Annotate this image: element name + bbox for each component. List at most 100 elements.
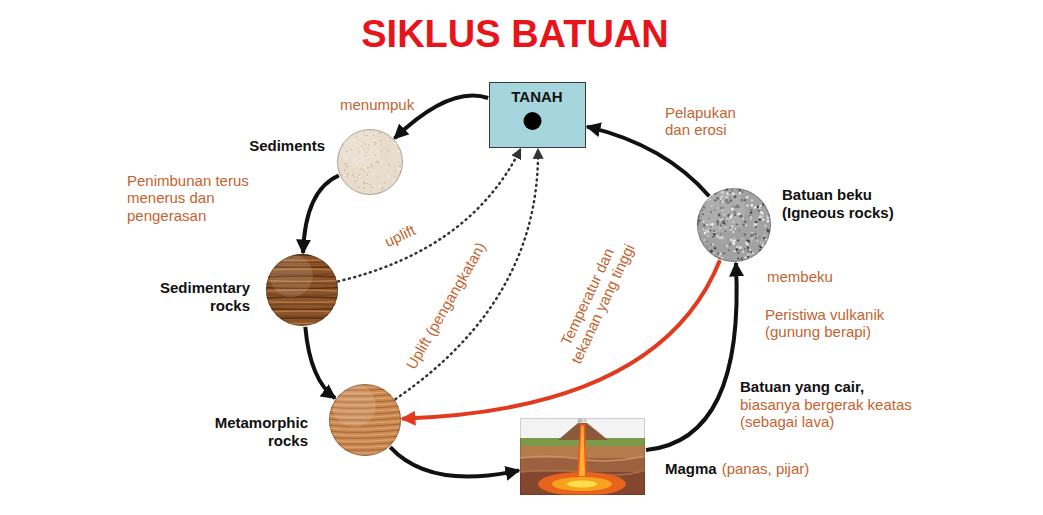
decoration [766, 193, 768, 195]
decoration [737, 239, 739, 241]
decoration [732, 241, 735, 244]
decoration [709, 230, 711, 232]
decoration [702, 248, 704, 250]
decoration [402, 185, 404, 187]
decoration [329, 442, 401, 444]
decoration [758, 208, 760, 210]
decoration [341, 131, 343, 133]
note-label-wrap: biasanya bergerak keatas (sebagai lava) [740, 396, 955, 431]
node-label: (panas, pijar) [722, 460, 810, 478]
decoration [732, 231, 734, 233]
decoration [333, 384, 376, 427]
decoration [396, 150, 398, 152]
decoration [567, 481, 597, 488]
decoration [759, 205, 761, 207]
decoration [744, 233, 747, 236]
decoration [372, 173, 374, 175]
edge-label-wrap: Penimbunan terus menerus dan pengerasan [125, 172, 261, 224]
decoration [702, 249, 704, 251]
decoration [758, 259, 759, 260]
decoration [329, 436, 401, 438]
decoration [700, 258, 702, 260]
edge-label: membeku [765, 268, 835, 285]
decoration [399, 166, 401, 168]
decoration [760, 246, 762, 248]
decoration [700, 257, 703, 260]
decoration [744, 248, 746, 250]
decoration [337, 129, 403, 195]
decoration [751, 241, 752, 242]
node-label-wrap: (panas, pijar) [722, 460, 810, 478]
decoration [698, 258, 700, 260]
decoration [388, 177, 390, 179]
decoration [755, 233, 757, 235]
decoration [398, 190, 400, 192]
decoration [578, 419, 583, 424]
edge-label: Uplift (pengangkatan) [401, 237, 490, 373]
decoration [338, 191, 340, 193]
decoration [761, 253, 763, 255]
decoration [724, 252, 726, 254]
decoration [520, 418, 645, 495]
decoration [751, 199, 754, 202]
decoration [764, 225, 766, 227]
decoration [329, 424, 401, 426]
decoration [347, 136, 349, 138]
decoration [342, 137, 344, 139]
decoration [768, 204, 770, 206]
decoration [749, 215, 751, 217]
decoration [750, 254, 752, 256]
decoration [397, 168, 399, 170]
decoration [739, 246, 742, 249]
decoration [759, 255, 762, 258]
decoration [768, 230, 770, 232]
diagram-title: SIKLUS BATUAN [0, 14, 1030, 56]
decoration [760, 241, 762, 243]
decoration [730, 239, 732, 241]
decoration [746, 204, 748, 206]
decoration [381, 140, 383, 142]
decoration [717, 252, 720, 255]
decoration [381, 161, 383, 163]
decoration [707, 246, 708, 247]
rock-circle: Sedimentary rocks [266, 254, 338, 326]
decoration [366, 183, 368, 185]
decoration [389, 154, 391, 156]
decoration [701, 202, 703, 204]
decoration [579, 426, 585, 476]
decoration [758, 208, 761, 211]
decoration [760, 189, 761, 190]
decoration [722, 238, 724, 240]
decoration [399, 168, 401, 170]
decoration [266, 297, 338, 298]
decoration [337, 129, 403, 195]
decoration [704, 198, 707, 201]
decoration [768, 189, 771, 192]
decoration [267, 255, 338, 326]
decoration [358, 177, 360, 179]
decoration [767, 220, 770, 223]
decoration [745, 225, 747, 227]
cycle-arrow [390, 447, 519, 476]
decoration [756, 240, 758, 242]
decoration [762, 256, 764, 258]
decoration [712, 233, 715, 236]
decoration [378, 162, 380, 164]
decoration [374, 132, 376, 134]
decoration [397, 187, 399, 189]
rock-circle: Batuan beku (Igneous rocks) [697, 188, 771, 262]
decoration [742, 238, 744, 240]
decoration [755, 223, 757, 225]
decoration [329, 448, 401, 450]
node-label: Sedimentary rocks [148, 279, 250, 315]
decoration [523, 112, 541, 130]
decoration [394, 171, 396, 173]
decoration [352, 174, 354, 176]
decoration [713, 233, 716, 236]
decoration [340, 129, 380, 169]
decoration [363, 187, 365, 189]
decoration [765, 188, 768, 190]
note-label: Batuan yang cair, [740, 378, 864, 395]
decoration [702, 228, 704, 230]
